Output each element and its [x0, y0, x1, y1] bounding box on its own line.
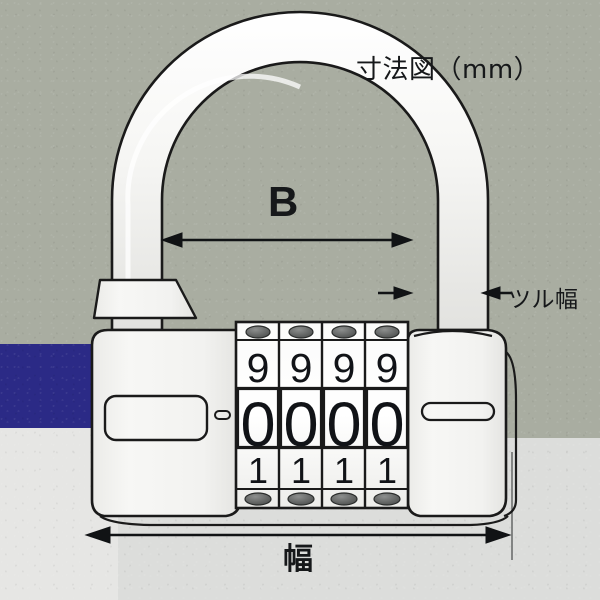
- dial-knob-bottom-1[interactable]: [244, 492, 272, 506]
- lock-body-right: [406, 328, 508, 518]
- b-dimension-label: B: [268, 178, 299, 225]
- dial-digit-selected-4[interactable]: 0: [369, 390, 405, 460]
- dial-digit-upper-4: 9: [375, 345, 399, 391]
- body-width-arrowhead-right: [485, 526, 512, 544]
- shackle-width-arrowhead-left: [393, 286, 414, 300]
- dial-assembly-group: [234, 320, 410, 510]
- dial-knob-bottom-2[interactable]: [287, 492, 315, 506]
- dimension-arrow-group: [84, 232, 513, 560]
- body-width-label: 幅: [283, 542, 314, 577]
- dial-knob-top-4[interactable]: [374, 325, 400, 339]
- dial-digit-lower-1: 1: [247, 450, 269, 491]
- dial-digit-upper-1: 9: [246, 345, 270, 391]
- shackle-outline: [110, 10, 490, 332]
- b-arrowhead-left: [160, 232, 183, 248]
- shackle-highlight: [125, 73, 302, 290]
- lock-shoulder-group: [92, 278, 198, 320]
- selected-digit-box-3: [322, 387, 366, 449]
- dial-digit-selected-1[interactable]: 0: [240, 390, 276, 460]
- shackle-group: [110, 10, 490, 332]
- right-collar-seam: [413, 329, 493, 338]
- dial-knob-top-1[interactable]: [245, 325, 271, 339]
- shackle-width-label: ツル幅: [508, 287, 579, 313]
- lock-body-group: [90, 328, 518, 527]
- left-shoulder: [92, 278, 198, 320]
- dial-knob-top-2[interactable]: [288, 325, 314, 339]
- right-body-slot: [420, 401, 496, 422]
- dial-knob-top-3[interactable]: [331, 325, 357, 339]
- selected-digit-box-2: [279, 387, 323, 449]
- body-slot-mark-left: [214, 410, 231, 420]
- figure-title: 寸法図（mm）: [356, 55, 541, 85]
- lock-body-left: [90, 328, 242, 518]
- shackle-width-arrowhead-right: [480, 286, 501, 300]
- b-arrowhead-right: [391, 232, 414, 248]
- dial-digit-lower-4: 1: [376, 450, 398, 491]
- dial-digit-selected-2[interactable]: 0: [283, 390, 319, 460]
- dial-digit-lower-3: 1: [333, 450, 355, 491]
- dial-digit-upper-3: 9: [332, 345, 356, 391]
- selected-digit-box-1: [236, 387, 280, 449]
- dial-digit-upper-2: 9: [289, 345, 313, 391]
- body-base-edge: [99, 515, 509, 527]
- left-body-panel: [103, 394, 209, 442]
- dial-digit-selected-3[interactable]: 0: [326, 390, 362, 460]
- right-body-edge: [503, 351, 518, 518]
- dial-digit-lower-2: 1: [290, 450, 312, 491]
- body-width-arrowhead-left: [84, 526, 111, 544]
- dial-knob-bottom-3[interactable]: [330, 492, 358, 506]
- selected-digit-box-4: [365, 387, 409, 449]
- dial-knob-bottom-4[interactable]: [373, 492, 401, 506]
